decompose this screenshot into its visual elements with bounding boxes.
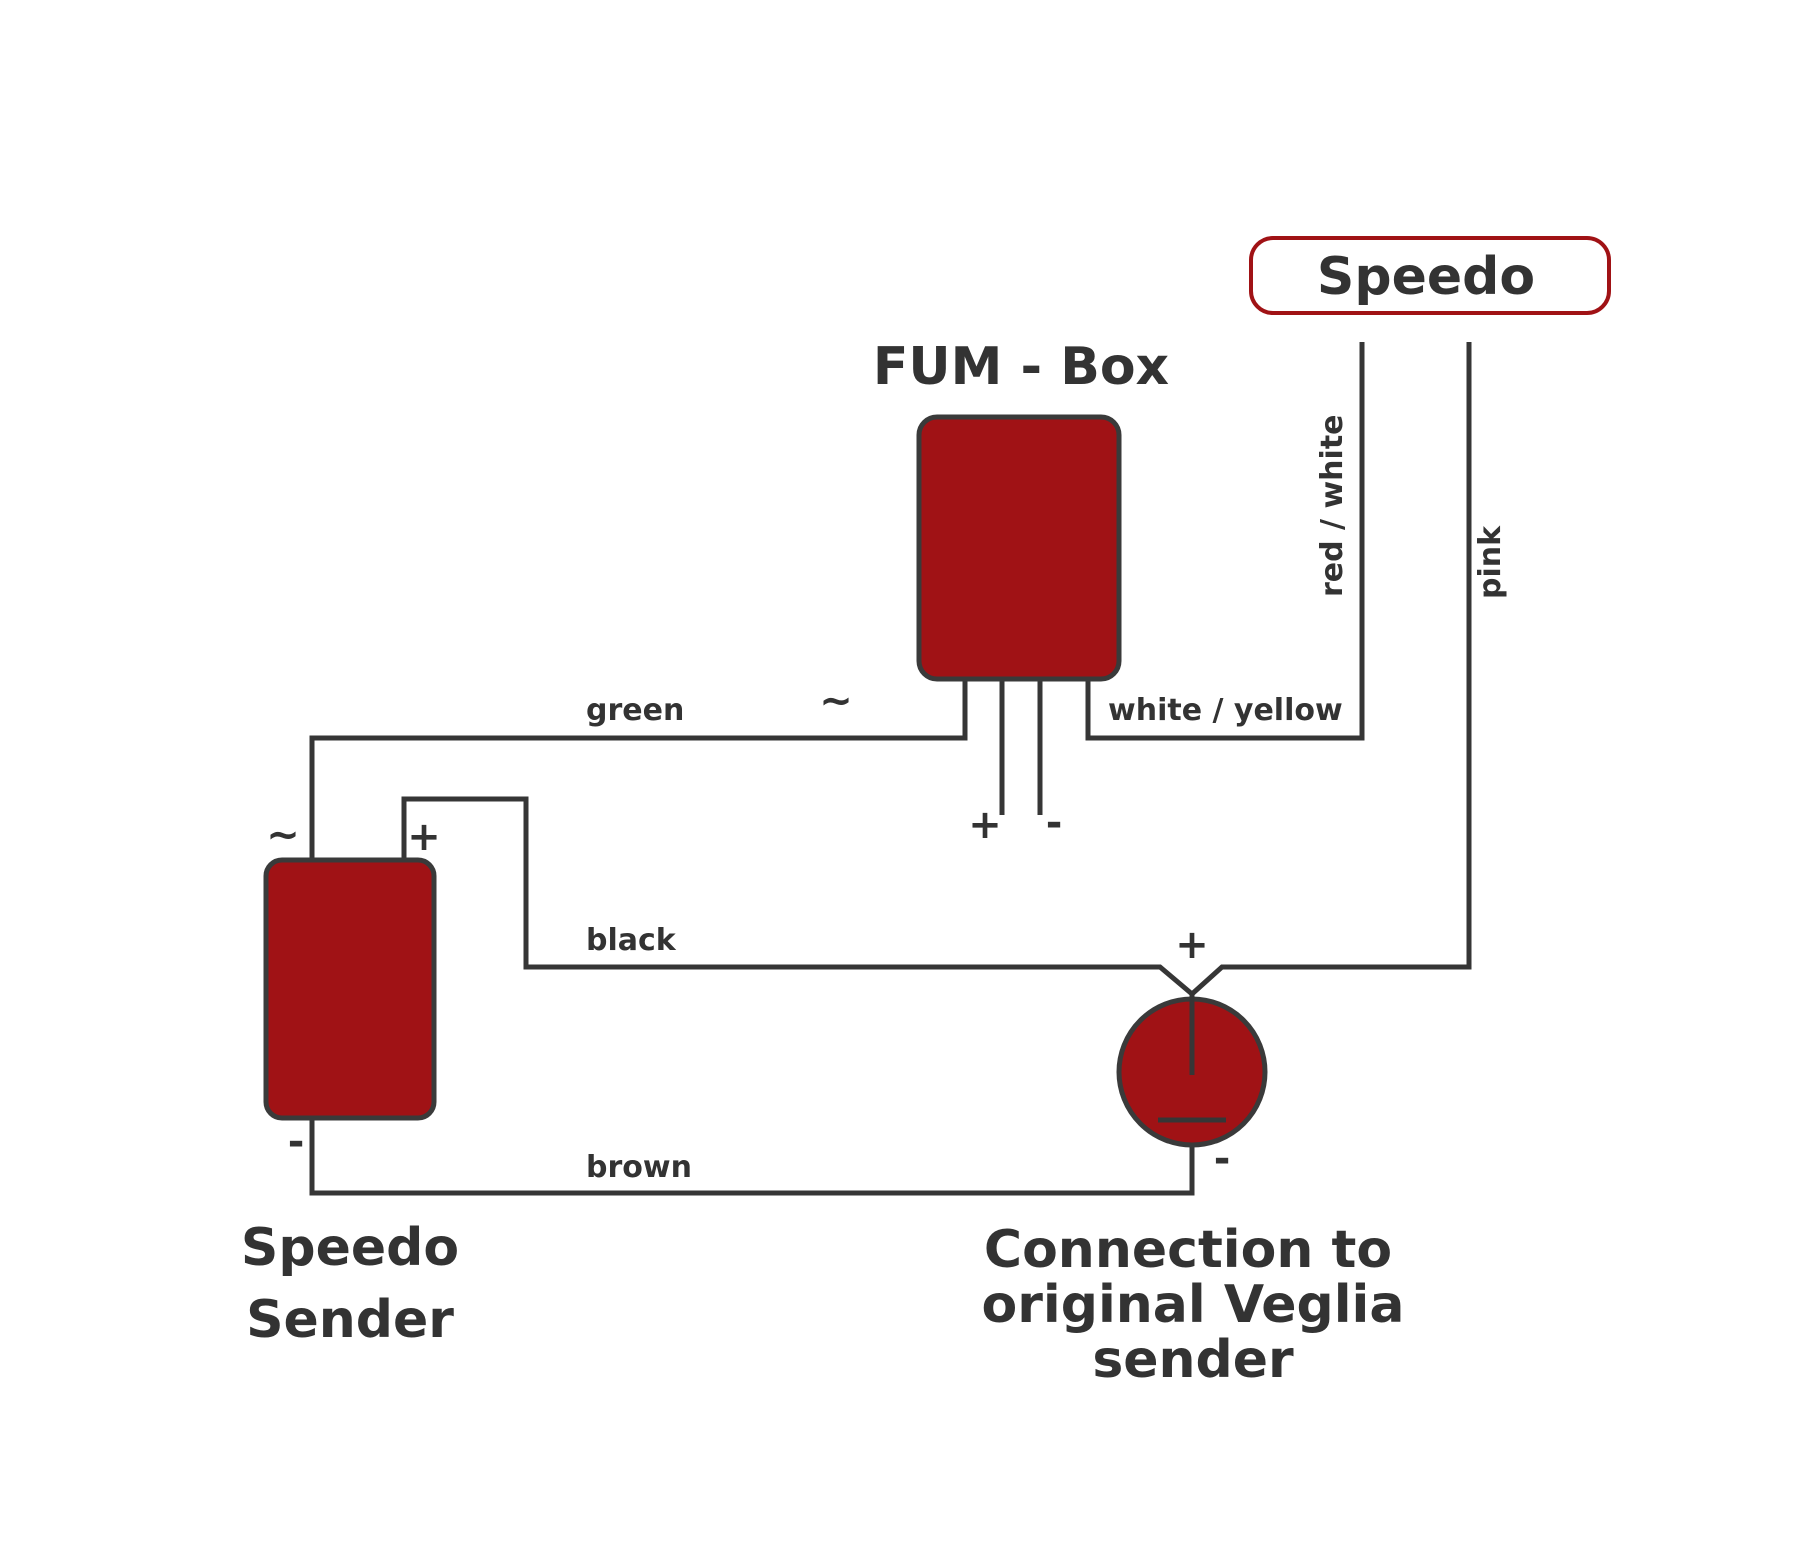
- speedo-sender-title-line2: Sender: [246, 1290, 454, 1350]
- sender-tilde-terminal: ~: [266, 812, 300, 858]
- speedo-box: [1249, 236, 1611, 315]
- veglia-title-line1: Connection to: [984, 1220, 1392, 1280]
- white-yellow-wire-label: white / yellow: [1108, 693, 1343, 728]
- green-wire-label: green: [586, 693, 684, 728]
- black-wire: [401, 796, 1194, 996]
- veglia-title-line3: sender: [1092, 1330, 1294, 1390]
- fum-box: [916, 414, 1122, 682]
- brown-wire-label: brown: [586, 1150, 692, 1185]
- veglia-minus-terminal: -: [1214, 1136, 1231, 1182]
- black-wire-label: black: [586, 923, 677, 958]
- sender-minus-terminal: -: [288, 1119, 305, 1165]
- speedo-label: Speedo: [1317, 247, 1535, 307]
- fum-tilde-terminal: ~: [819, 678, 853, 724]
- sender-plus-terminal: +: [407, 814, 441, 860]
- veglia-plus-terminal: +: [1175, 922, 1209, 968]
- veglia-title-line2: original Veglia: [982, 1275, 1405, 1335]
- speedo-sender-title-line1: Speedo: [241, 1218, 459, 1278]
- pink-wire-label: pink: [1473, 525, 1508, 599]
- speedo-sender-box: [263, 857, 437, 1121]
- white-yellow-red-white-wire: [1085, 342, 1365, 741]
- red-white-wire-label: red / white: [1315, 414, 1350, 597]
- fum-minus-terminal: -: [1046, 800, 1063, 846]
- brown-wire: [309, 1115, 1195, 1196]
- fum-box-title: FUM - Box: [873, 337, 1169, 397]
- pink-wire: [1190, 342, 1472, 996]
- green-wire: [309, 679, 968, 860]
- fum-plus-terminal: +: [968, 802, 1002, 848]
